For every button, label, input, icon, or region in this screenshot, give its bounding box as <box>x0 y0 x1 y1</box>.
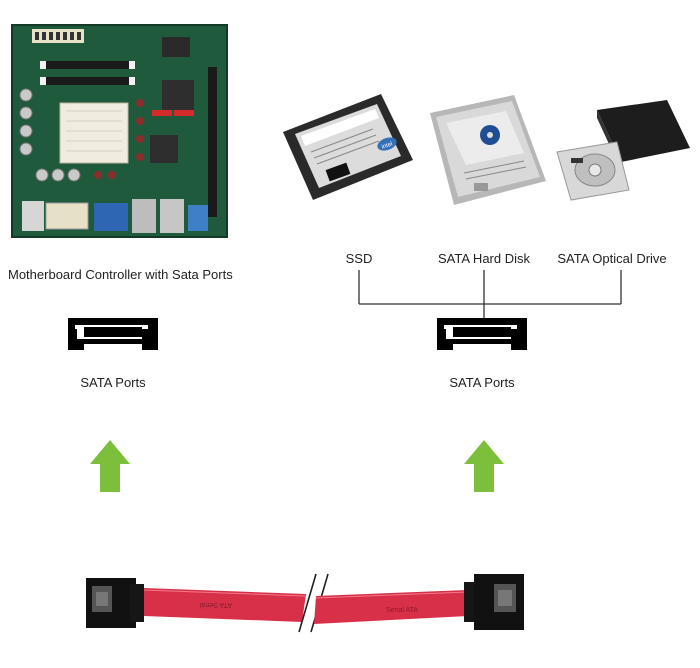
arrow-up-icon <box>90 440 130 492</box>
sata-cable-image: ATA Serial Serial ATA <box>86 573 524 633</box>
sata-port-icon <box>68 318 158 350</box>
sata-port-icon <box>437 318 527 350</box>
motherboard-caption: Motherboard Controller with Sata Ports <box>8 267 233 282</box>
right-sata-ports-label: SATA Ports <box>449 375 515 390</box>
motherboard-image <box>11 24 228 238</box>
ssd-image: intel <box>283 94 413 200</box>
cable-text-right: Serial ATA <box>386 607 418 614</box>
hard-disk-image <box>430 95 546 205</box>
arrow-up-icon <box>464 440 504 492</box>
device-label-ssd: SSD <box>345 251 373 266</box>
left-sata-ports-label: SATA Ports <box>80 375 146 390</box>
device-label-optical-drive: SATA Optical Drive <box>557 251 667 266</box>
optical-drive-image <box>556 100 690 201</box>
device-label-hard-disk: SATA Hard Disk <box>438 251 530 266</box>
ssd-brand-text: intel <box>381 141 393 150</box>
cable-text-left: ATA Serial <box>200 601 232 608</box>
